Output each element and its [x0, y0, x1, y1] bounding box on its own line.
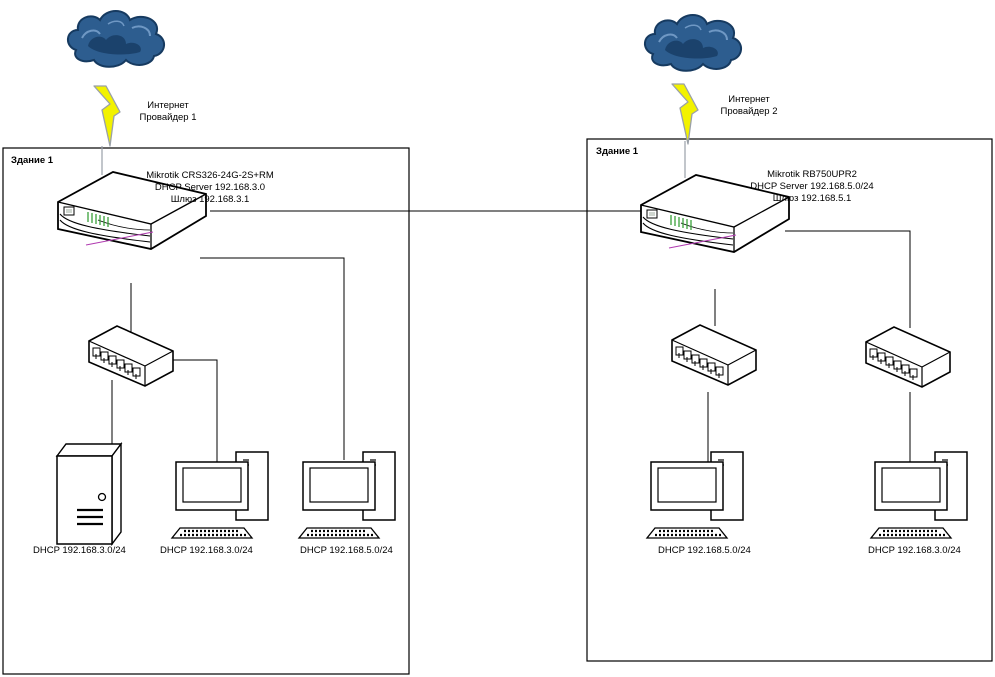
building-2-label: Здание 1: [596, 146, 639, 157]
pc-2-label: DHCP 192.168.5.0/24: [300, 545, 393, 556]
building-2-links: [707, 230, 911, 462]
router-2-dhcp: DHCP Server 192.168.5.0/24: [750, 181, 874, 192]
building-1-label: Здание 1: [11, 155, 54, 166]
pc-2-icon: [297, 450, 397, 540]
pc-3-label: DHCP 192.168.5.0/24: [658, 545, 751, 556]
pc-4-icon: [869, 450, 969, 540]
server-label: DHCP 192.168.3.0/24: [33, 545, 126, 556]
switch-2-icon: [671, 324, 757, 386]
router-1-label: Mikrotik CRS326-24G-2S+RM DHCP Server 19…: [130, 170, 290, 206]
building-1-links: [111, 257, 345, 462]
internet-2-line2: Провайдер 2: [720, 106, 778, 117]
internet-2-line1: Интернет: [728, 94, 770, 105]
internet-cloud-2-icon: [643, 14, 743, 72]
router-2-label: Mikrotik RB750UPR2 DHCP Server 192.168.5…: [732, 169, 892, 205]
building-2-frame: [586, 138, 993, 662]
internet-1-label: Интернет Провайдер 1: [128, 100, 208, 124]
pc-1-label: DHCP 192.168.3.0/24: [160, 545, 253, 556]
router-1-gateway: Шлюз 192.168.3.1: [170, 194, 250, 205]
internet-1-line1: Интернет: [147, 100, 189, 111]
pc-4-label: DHCP 192.168.3.0/24: [868, 545, 961, 556]
internet-cloud-1-icon: [66, 10, 166, 68]
building-1-frame: [2, 147, 410, 675]
router-2-gateway: Шлюз 192.168.5.1: [772, 193, 852, 204]
switch-3-icon: [865, 326, 951, 388]
router-1-dhcp: DHCP Server 192.168.3.0: [154, 182, 266, 193]
router-1-model: Mikrotik CRS326-24G-2S+RM: [146, 170, 274, 181]
server-icon: [55, 442, 123, 546]
switch-1-icon: [88, 325, 174, 387]
lightning-2-icon: [671, 83, 699, 145]
lightning-1-icon: [93, 85, 121, 147]
pc-1-icon: [170, 450, 270, 540]
pc-3-icon: [645, 450, 745, 540]
internet-1-line2: Провайдер 1: [139, 112, 197, 123]
router-2-model: Mikrotik RB750UPR2: [767, 169, 857, 180]
internet-2-label: Интернет Провайдер 2: [707, 94, 791, 118]
